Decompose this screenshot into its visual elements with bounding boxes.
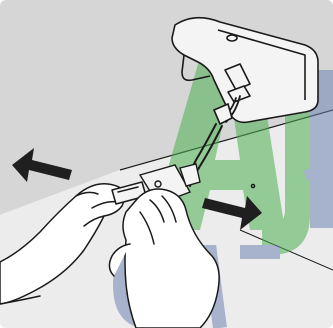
illustration-canvas <box>0 0 333 328</box>
illustration-svg <box>0 0 333 328</box>
